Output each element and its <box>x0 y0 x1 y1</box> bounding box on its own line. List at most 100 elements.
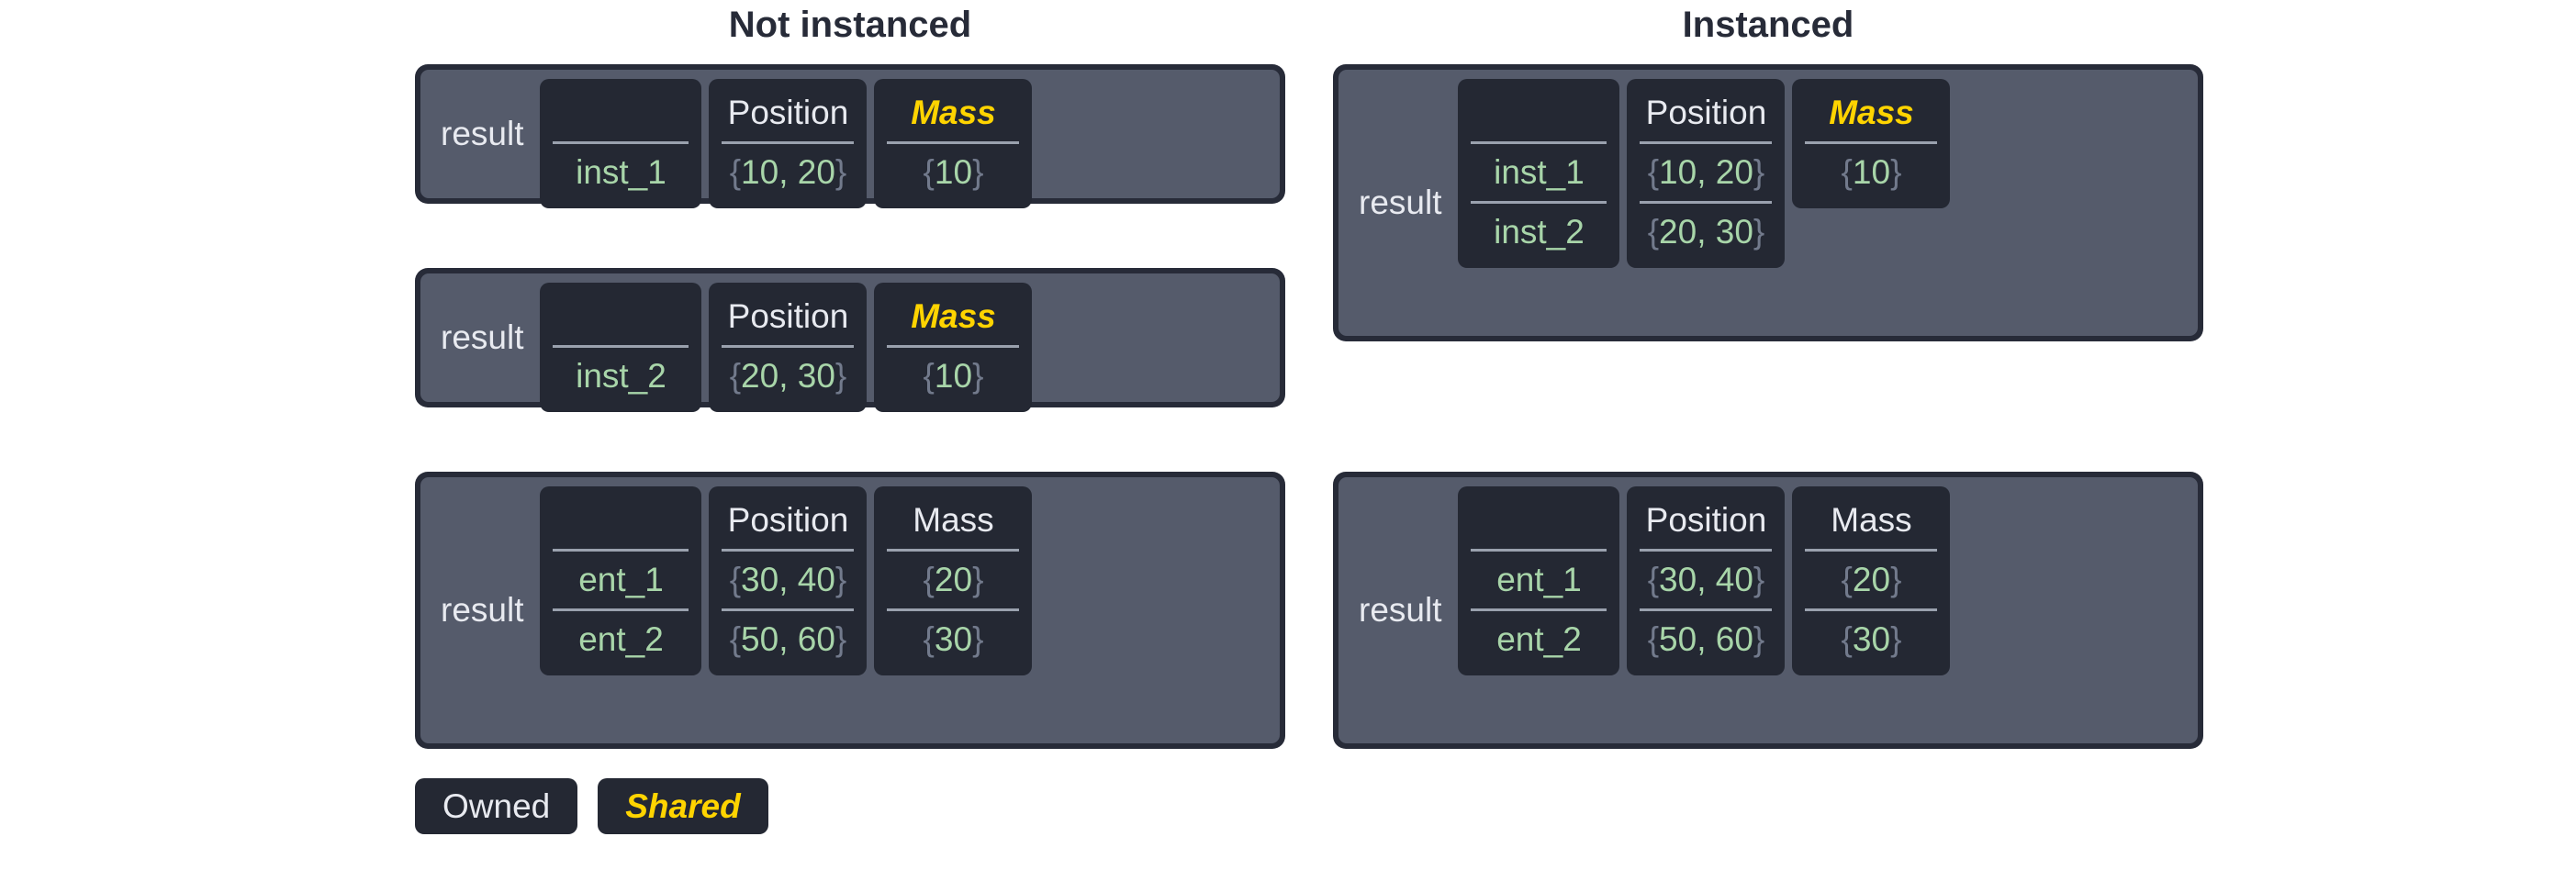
column-header-position: Position <box>1645 94 1767 131</box>
cell-position: {30, 40} <box>709 552 867 608</box>
cell-divider <box>1640 549 1773 552</box>
result-label: result <box>1359 591 1442 629</box>
table-inner: result inst_1 inst_2 Position {10, 20} {… <box>1338 70 2198 336</box>
brace-close: } <box>834 153 847 191</box>
brace-open: { <box>923 357 935 395</box>
cell-divider <box>722 608 855 611</box>
column-name: inst_1 <box>540 79 702 208</box>
cell-divider <box>1471 201 1607 204</box>
cell-name: ent_1 <box>1496 561 1582 598</box>
cell-mass-value: 10 <box>934 153 973 191</box>
cell-position: {50, 60} <box>709 611 867 668</box>
column-position: Position {20, 30} <box>709 283 868 412</box>
table-inner: result ent_1 ent_2 Position {30, 40} {50… <box>1338 477 2198 743</box>
cell-divider <box>887 608 1020 611</box>
result-label: result <box>1359 184 1442 221</box>
column-group: inst_1 Position {10, 20} Mass {10} <box>540 79 1271 208</box>
cell-name: ent_1 <box>578 561 664 598</box>
column-position: Position {10, 20} <box>709 79 868 208</box>
brace-close: } <box>834 357 847 395</box>
column-header-name <box>1458 492 1619 549</box>
brace-open: { <box>1647 620 1660 658</box>
cell-divider <box>553 608 689 611</box>
column-position: Position {10, 20} {20, 30} <box>1627 79 1786 268</box>
column-header-mass: Mass <box>911 297 996 335</box>
column-header-name <box>540 84 701 141</box>
brace-open: { <box>1647 561 1660 598</box>
column-position: Position {30, 40} {50, 60} <box>1627 486 1786 675</box>
cell-mass-value: 10 <box>934 357 973 395</box>
brace-open: { <box>1841 620 1853 658</box>
table-instanced-1: result inst_1 inst_2 Position {10, 20} {… <box>1333 64 2203 341</box>
column-name: inst_2 <box>540 283 702 412</box>
cell-mass-value: 20 <box>934 561 973 598</box>
cell-divider <box>887 549 1020 552</box>
table-inner: result inst_1 Position {10, 20} Mass {10… <box>420 70 1280 208</box>
cell-divider <box>1805 608 1938 611</box>
cell-divider <box>1640 141 1773 144</box>
cell-mass: {20} <box>1792 552 1950 608</box>
cell-divider <box>1805 549 1938 552</box>
cell-mass: {30} <box>874 611 1032 668</box>
cell-position: {20, 30} <box>709 348 867 405</box>
column-name: inst_1 inst_2 <box>1458 79 1620 268</box>
result-label: result <box>441 591 524 629</box>
brace-close: } <box>972 561 984 598</box>
brace-close: } <box>972 357 984 395</box>
cell-name: ent_2 <box>578 620 664 658</box>
column-group: inst_1 inst_2 Position {10, 20} {20, 30}… <box>1458 79 2189 327</box>
column-header-mass: Mass <box>1829 94 1914 131</box>
cell-name: inst_2 <box>576 357 666 395</box>
column-header-position: Position <box>727 94 849 131</box>
table-not-instanced-2: result inst_2 Position {20, 30} Mass {10… <box>415 268 1285 412</box>
brace-close: } <box>1890 153 1902 191</box>
cell-mass: {10} <box>874 144 1032 201</box>
table-not-instanced-1: result inst_1 Position {10, 20} Mass {10… <box>415 64 1285 208</box>
column-group: ent_1 ent_2 Position {30, 40} {50, 60} M… <box>1458 486 2189 734</box>
brace-open: { <box>729 561 742 598</box>
table-inner: result inst_2 Position {20, 30} Mass {10… <box>420 273 1280 412</box>
cell-position-value: 10, 20 <box>1659 153 1753 191</box>
cell-divider <box>722 345 855 348</box>
brace-close: } <box>1753 153 1765 191</box>
legend-shared: Shared <box>598 778 768 834</box>
cell-position-value: 10, 20 <box>741 153 835 191</box>
brace-open: { <box>923 561 935 598</box>
cell-mass-value: 30 <box>934 620 973 658</box>
cell-mass-value: 10 <box>1852 153 1891 191</box>
column-mass: Mass {20} {30} <box>1792 486 1951 675</box>
table-not-instanced-3: result ent_1 ent_2 Position {30, 40} {50… <box>415 472 1285 749</box>
brace-open: { <box>923 620 935 658</box>
cell-divider <box>553 141 689 144</box>
column-header-mass: Mass <box>1831 501 1912 539</box>
column-header-name <box>540 492 701 549</box>
brace-close: } <box>972 153 984 191</box>
cell-divider <box>887 345 1020 348</box>
column-header-name <box>1458 84 1619 141</box>
cell-divider <box>1471 141 1607 144</box>
column-mass: Mass {10} <box>874 79 1033 208</box>
legend-owned: Owned <box>415 778 578 834</box>
cell-position: {20, 30} <box>1627 204 1785 261</box>
brace-open: { <box>1647 213 1660 251</box>
cell-position-value: 20, 30 <box>1659 213 1753 251</box>
column-header-mass: Mass <box>911 94 996 131</box>
brace-close: } <box>1753 620 1765 658</box>
column-header-position: Position <box>1645 501 1767 539</box>
cell-divider <box>1805 141 1938 144</box>
column-group: inst_2 Position {20, 30} Mass {10} <box>540 283 1271 412</box>
column-header-name <box>540 288 701 345</box>
cell-position: {10, 20} <box>1627 144 1785 201</box>
cell-name: inst_1 <box>576 153 666 191</box>
cell-divider <box>887 141 1020 144</box>
column-header-position: Position <box>727 297 849 335</box>
brace-close: } <box>1890 561 1902 598</box>
brace-open: { <box>729 153 742 191</box>
cell-divider <box>553 345 689 348</box>
cell-position-value: 50, 60 <box>741 620 835 658</box>
column-mass: Mass {20} {30} <box>874 486 1033 675</box>
table-instanced-2: result ent_1 ent_2 Position {30, 40} {50… <box>1333 472 2203 749</box>
cell-mass: {20} <box>874 552 1032 608</box>
cell-position: {10, 20} <box>709 144 867 201</box>
